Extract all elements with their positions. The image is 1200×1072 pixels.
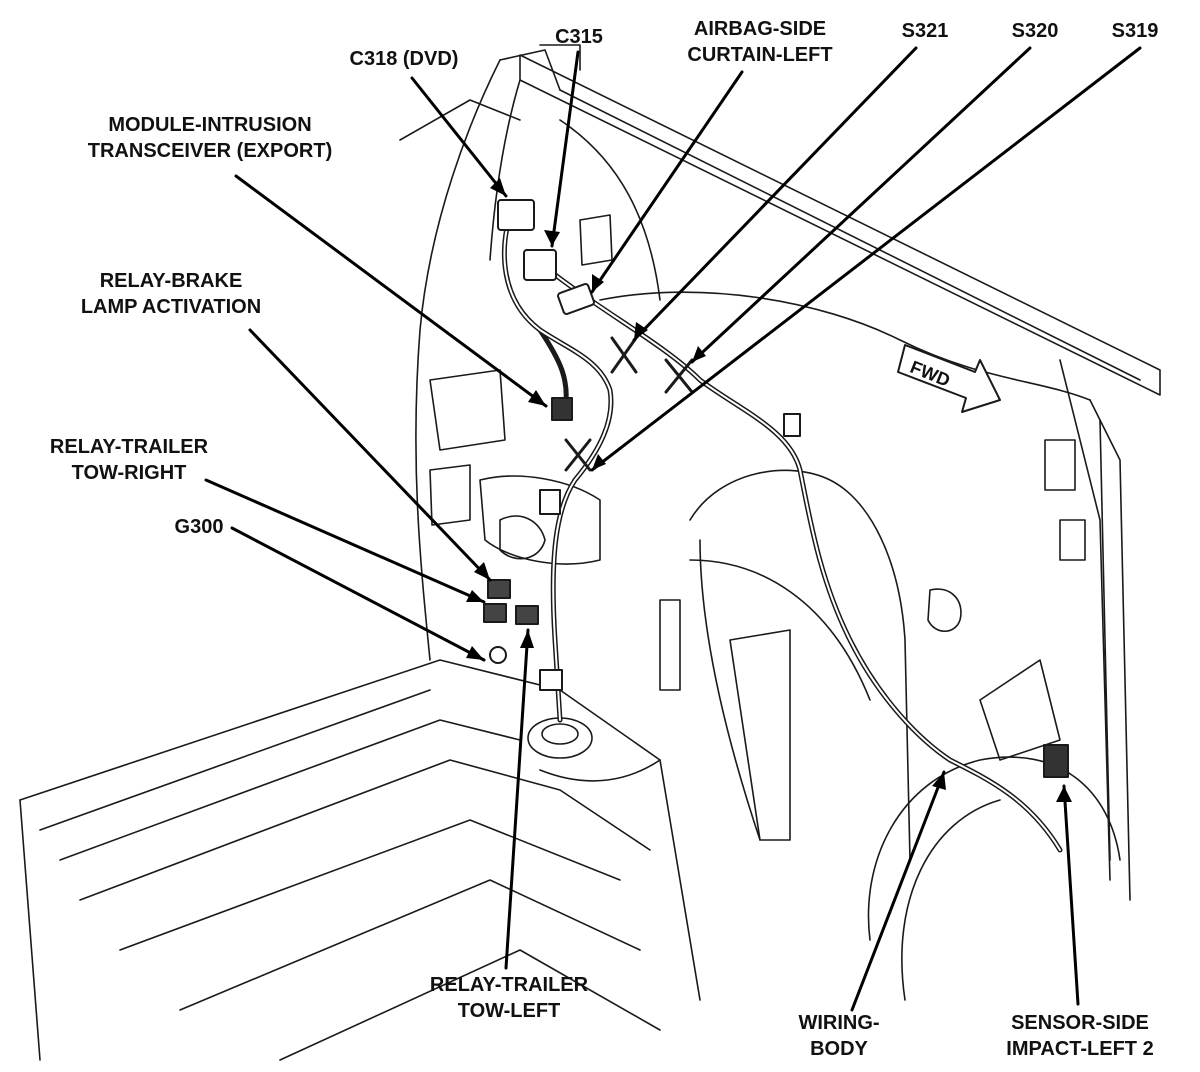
label-airbag-side-curtain-left: AIRBAG-SIDE CURTAIN-LEFT xyxy=(687,18,833,66)
s319-splice xyxy=(564,438,592,472)
arrow-s321 xyxy=(634,322,648,340)
leader-sensor xyxy=(1062,784,1080,1006)
arrow-s319 xyxy=(592,454,606,470)
label-c315: C315 xyxy=(555,26,603,48)
label-module-intrusion-transceiver: MODULE-INTRUSION TRANSCEIVER (EXPORT) xyxy=(87,114,333,162)
label-s320: S320 xyxy=(1011,20,1059,42)
s321-splice xyxy=(610,336,638,374)
label-c318: C318 (DVD) xyxy=(349,48,459,70)
arrow-airbag xyxy=(592,274,604,292)
arrow-s320 xyxy=(692,346,706,362)
c318-connector xyxy=(497,199,535,231)
leader-airbag xyxy=(590,70,744,294)
arrow-brake xyxy=(474,562,490,580)
g300-ground xyxy=(489,646,507,664)
arrow-c318 xyxy=(490,178,506,196)
arrow-module xyxy=(528,390,546,406)
leader-wiring-body xyxy=(850,770,946,1012)
s320-splice xyxy=(664,358,694,394)
leader-s319 xyxy=(590,46,1142,472)
leader-c318 xyxy=(410,76,508,198)
label-wiring-body: WIRING- BODY xyxy=(798,1012,880,1060)
arrow-tow-left xyxy=(520,630,534,648)
label-relay-trailer-tow-left: RELAY-TRAILER TOW-LEFT xyxy=(429,974,589,1022)
splice-markers xyxy=(564,336,694,472)
label-sensor-side-impact-left-2: SENSOR-SIDE IMPACT-LEFT 2 xyxy=(1006,1012,1154,1060)
wiring-harness-inner xyxy=(503,214,1061,851)
c315-connector xyxy=(523,249,557,281)
body-panels xyxy=(19,44,1161,1061)
label-s319: S319 xyxy=(1111,20,1159,42)
harness-clip xyxy=(539,669,563,691)
arrow-heads xyxy=(466,178,1072,802)
intrusion-module xyxy=(551,397,573,421)
airbag-connector xyxy=(557,283,595,315)
arrow-g300 xyxy=(466,646,484,660)
harness-clip xyxy=(783,413,801,437)
leader-lines xyxy=(204,46,1142,1012)
leader-brake xyxy=(248,328,492,582)
arrow-c315 xyxy=(544,230,560,246)
leader-s321 xyxy=(632,46,918,342)
leader-tow-right xyxy=(204,478,486,604)
wiring-harness xyxy=(501,212,1063,853)
relay-tow-right xyxy=(483,603,507,623)
arrow-sensor xyxy=(1056,786,1072,802)
components xyxy=(483,199,1069,778)
leader-module xyxy=(234,174,548,408)
side-impact-sensor xyxy=(1043,744,1069,778)
leader-tow-left xyxy=(504,628,530,970)
leader-g300 xyxy=(230,526,486,662)
label-s321: S321 xyxy=(901,20,949,42)
label-relay-trailer-tow-right: RELAY-TRAILER TOW-RIGHT xyxy=(49,436,209,484)
arrow-tow-right xyxy=(466,590,484,602)
harness-clip xyxy=(539,489,561,515)
arrow-wiring-body xyxy=(932,772,946,790)
relay-brake-lamp xyxy=(487,579,511,599)
label-relay-brake-lamp-activation: RELAY-BRAKE LAMP ACTIVATION xyxy=(80,270,262,318)
relay-tow-left xyxy=(515,605,539,625)
leader-c315 xyxy=(550,50,580,248)
leader-s320 xyxy=(690,46,1032,364)
label-g300: G300 xyxy=(174,516,224,538)
